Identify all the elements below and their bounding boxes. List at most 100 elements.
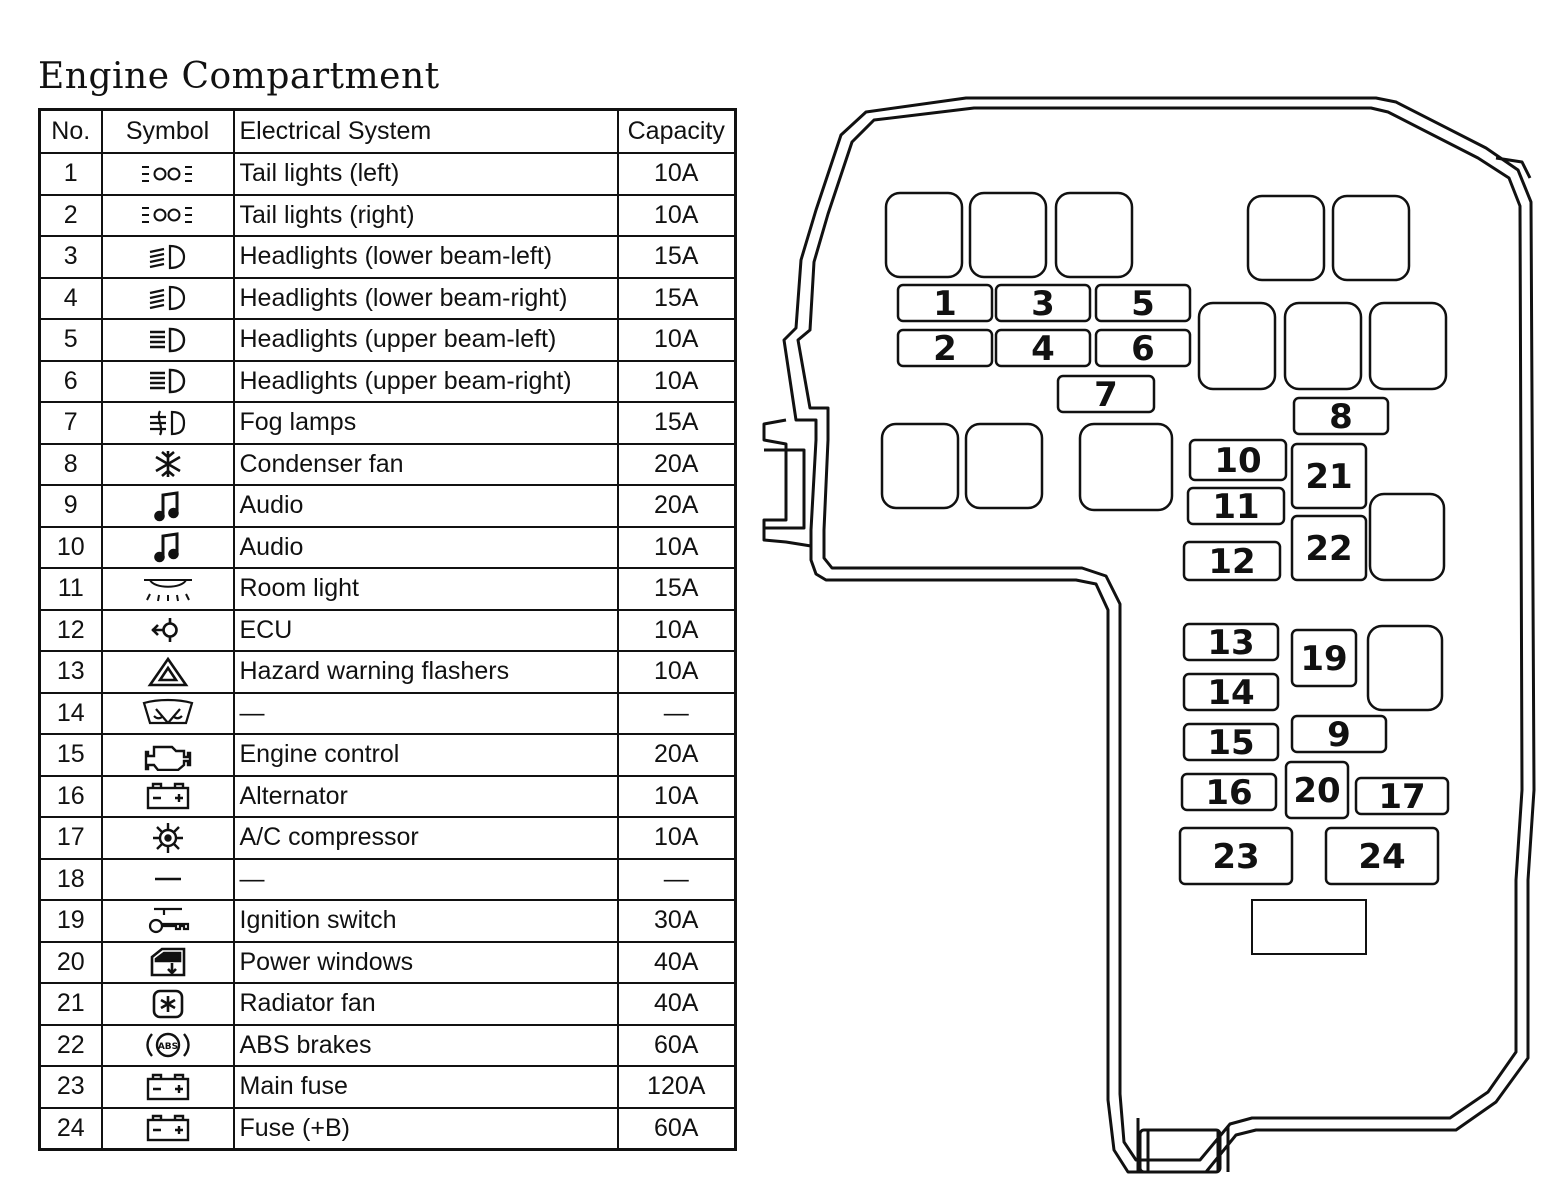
electrical-system: Main fuse	[232, 1065, 619, 1109]
condenser-fan-icon	[100, 442, 235, 486]
fuse-slot-label: 19	[1300, 639, 1347, 679]
fuse-slot-5: 5	[1094, 283, 1192, 324]
fuse-slot-box	[994, 283, 1092, 323]
electrical-system: Power windows	[232, 940, 619, 984]
capacity: —	[616, 691, 737, 735]
header-symbol: Symbol	[100, 108, 235, 154]
battery-icon	[100, 1065, 235, 1109]
fuse-slot-label: 15	[1207, 723, 1254, 763]
dash-icon	[100, 857, 235, 901]
capacity: 60A	[616, 1106, 737, 1151]
fuse-slot-label: 6	[1131, 329, 1155, 369]
table-header-row: No. Symbol Electrical System Capacity	[38, 108, 737, 154]
svg-text:ABS: ABS	[157, 1042, 177, 1052]
relay-sockets	[880, 191, 1448, 955]
capacity: 30A	[616, 899, 737, 943]
fuse-slot-box	[1186, 486, 1286, 526]
electrical-system: Radiator fan	[232, 982, 619, 1026]
fuse-slot-box	[1284, 760, 1350, 820]
fuse-slot-1: 1	[896, 283, 994, 324]
fuse-slot-8: 8	[1292, 396, 1390, 437]
fuse-number: 17	[38, 816, 103, 860]
electrical-system: Room light	[232, 567, 619, 611]
fuse-slot-label: 5	[1131, 284, 1155, 324]
fuse-slot-label: 16	[1205, 773, 1252, 813]
fuse-slot-23: 23	[1178, 826, 1294, 886]
fuse-slot-12: 12	[1182, 540, 1282, 582]
header-capacity: Capacity	[616, 108, 737, 154]
capacity: 10A	[616, 193, 737, 237]
fuse-slot-7: 7	[1056, 374, 1156, 415]
fuse-number: 14	[38, 691, 103, 735]
capacity: 15A	[616, 567, 737, 611]
fuse-slot-24: 24	[1324, 826, 1440, 886]
electrical-system: Tail lights (right)	[232, 193, 619, 237]
fuse-slot-label: 1	[933, 284, 957, 324]
fuse-slot-label: 10	[1214, 441, 1261, 481]
fuse-slot-box	[1094, 328, 1192, 368]
fuse-number: 8	[38, 442, 103, 486]
capacity: 10A	[616, 774, 737, 818]
tail-light-icon	[100, 152, 235, 196]
header-electrical-system: Electrical System	[232, 108, 619, 154]
fuse-slot-label: 9	[1327, 715, 1351, 755]
fuse-number: 7	[38, 401, 103, 445]
fuse-number: 24	[38, 1106, 103, 1151]
fuse-slot-label: 2	[933, 329, 957, 369]
fog-lamp-icon	[100, 401, 235, 445]
capacity: 40A	[616, 982, 737, 1026]
fuse-slot-14: 14	[1182, 672, 1280, 713]
capacity: 60A	[616, 1023, 737, 1067]
fuse-slot-21: 21	[1290, 442, 1368, 510]
fuse-number: 11	[38, 567, 103, 611]
fuse-slot-20: 20	[1284, 760, 1350, 820]
header-no: No.	[38, 108, 103, 154]
audio-icon	[100, 484, 235, 528]
fuse-number: 12	[38, 608, 103, 652]
electrical-system: Tail lights (left)	[232, 152, 619, 196]
electrical-system: Headlights (lower beam-right)	[232, 276, 619, 320]
fuse-slot-label: 14	[1207, 673, 1254, 713]
electrical-system: Ignition switch	[232, 899, 619, 943]
electrical-system: ECU	[232, 608, 619, 652]
fuse-slot-11: 11	[1186, 486, 1286, 527]
hazard-icon	[100, 650, 235, 694]
high-beam-icon	[100, 318, 235, 362]
electrical-system: A/C compressor	[232, 816, 619, 860]
fuse-slot-label: 13	[1207, 623, 1254, 663]
fuse-slot-22: 22	[1290, 514, 1368, 582]
ecu-icon	[100, 608, 235, 652]
electrical-system: Alternator	[232, 774, 619, 818]
fuse-slot-box	[1290, 714, 1388, 754]
fuse-number: 20	[38, 940, 103, 984]
fuse-slot-box	[1182, 540, 1282, 582]
fuse-number: 13	[38, 650, 103, 694]
fuse-slot-label: 17	[1378, 777, 1425, 817]
electrical-system: Condenser fan	[232, 442, 619, 486]
ignition-key-icon	[100, 899, 235, 943]
fuse-slot-box	[1188, 438, 1288, 482]
electrical-system: Headlights (upper beam-right)	[232, 359, 619, 403]
fuse-slot-box	[1180, 772, 1278, 812]
fuse-number: 21	[38, 982, 103, 1026]
capacity: 10A	[616, 359, 737, 403]
fuse-slot-2: 2	[896, 328, 994, 369]
fuse-slot-16: 16	[1180, 772, 1278, 813]
fuse-slot-box	[1182, 672, 1280, 712]
